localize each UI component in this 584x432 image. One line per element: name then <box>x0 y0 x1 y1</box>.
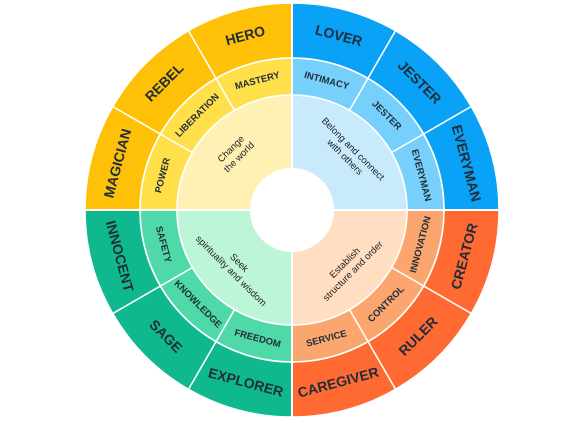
inner-ring-border <box>176 94 408 326</box>
center-hole <box>250 168 334 252</box>
middle-ring-border <box>139 57 445 363</box>
inner-segment-structure <box>292 210 407 325</box>
inner-segment-spirituality <box>177 210 292 325</box>
inner-segment-change <box>177 95 292 210</box>
inner-segment-belong <box>292 95 407 210</box>
